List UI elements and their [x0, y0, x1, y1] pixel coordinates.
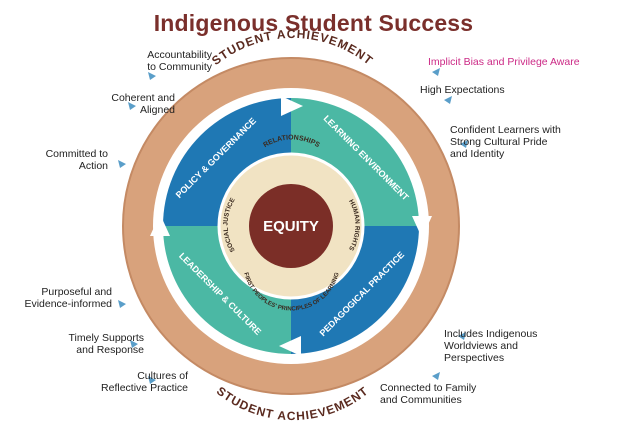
arrow-bottom: [279, 336, 301, 356]
label-cultures-line1: Cultures of: [137, 370, 188, 382]
label-cultures: Cultures of Reflective Practice: [60, 370, 188, 394]
marker-committed: [118, 160, 126, 168]
label-timely: Timely Supports and Response: [30, 332, 144, 356]
marker-includes: [458, 332, 466, 340]
label-coherent: Coherent and Aligned: [60, 92, 175, 116]
label-coherent-line2: Aligned: [139, 104, 175, 116]
label-includes-line3: Perspectives: [444, 352, 505, 364]
label-includes-line2: Worldviews and: [444, 340, 518, 352]
label-cultures-line2: Reflective Practice: [101, 382, 188, 394]
arrow-top: [281, 96, 303, 116]
label-confident-line1: Confident Learners with: [450, 124, 561, 136]
label-connected: Connected to Family and Communities: [380, 382, 476, 406]
label-purposeful-line2: Evidence-informed: [24, 298, 112, 310]
arrow-left: [150, 214, 170, 236]
label-includes: Includes Indigenous Worldviews and Persp…: [444, 328, 537, 364]
marker-high: [444, 96, 452, 104]
label-confident-line3: and Identity: [450, 148, 505, 160]
marker-confident: [460, 140, 468, 148]
center-label: EQUITY: [263, 218, 319, 235]
label-connected-line1: Connected to Family: [380, 382, 477, 394]
label-accountability-line2: to Community: [147, 61, 212, 73]
label-high: High Expectations: [420, 84, 505, 96]
label-confident: Confident Learners with Strong Cultural …: [450, 124, 561, 160]
marker-evidence: [118, 300, 126, 308]
marker-cultures: [148, 376, 156, 384]
label-includes-line1: Includes Indigenous: [444, 328, 538, 340]
marker-timely: [130, 340, 138, 348]
label-high-line1: High Expectations: [420, 84, 505, 96]
label-purposeful-line1: Purposeful and: [41, 286, 112, 298]
marker-coherent: [128, 102, 136, 110]
label-timely-line1: Timely Supports: [68, 332, 144, 344]
label-implicit: Implicit Bias and Privilege Aware: [428, 56, 580, 68]
label-purposeful: Purposeful and Evidence-informed: [10, 286, 112, 310]
marker-accountability: [148, 72, 156, 80]
center-circle: [249, 184, 333, 268]
arrow-right: [412, 216, 432, 238]
label-implicit-line1: Implicit Bias and Privilege Aware: [428, 56, 580, 68]
label-accountability-line1: Accountability: [147, 49, 212, 61]
label-timely-line2: and Response: [76, 344, 144, 356]
marker-implicit: [432, 68, 440, 76]
label-committed: Committed to Action: [20, 148, 108, 172]
label-accountability: Accountability to Community: [100, 49, 212, 73]
label-committed-line1: Committed to: [45, 148, 108, 160]
label-committed-line2: Action: [78, 160, 108, 172]
label-coherent-line1: Coherent and: [111, 92, 175, 104]
label-connected-line2: and Communities: [380, 394, 462, 406]
page-title: Indigenous Student Success: [153, 10, 474, 36]
label-confident-line2: Strong Cultural Pride: [450, 136, 548, 148]
marker-connected: [432, 372, 440, 380]
